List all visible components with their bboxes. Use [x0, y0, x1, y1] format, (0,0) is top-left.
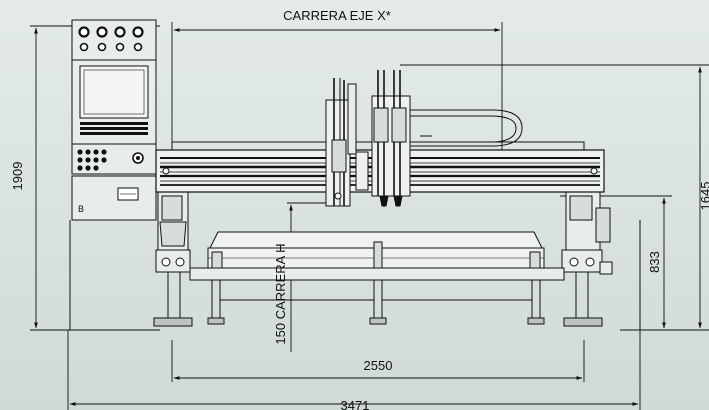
control-cabinet: B [71, 19, 157, 221]
keypad-icon [77, 149, 107, 171]
svg-text:B: B [78, 204, 84, 214]
keyboard-icon [80, 122, 148, 135]
x-stroke-label: CARRERA EJE X* [283, 8, 391, 23]
torch-carriage-left [325, 78, 357, 207]
cable-chain [402, 109, 523, 147]
rail-supports [69, 220, 641, 330]
gantry-left-column [153, 189, 193, 327]
screen-icon [79, 65, 149, 119]
gantry-right-column [561, 189, 613, 327]
width-rails-label: 2550 [364, 358, 393, 373]
torch-carriage-right [355, 70, 411, 207]
height-total-label: 1909 [10, 162, 25, 191]
h-stroke-label: 150 CARRERA H [273, 243, 288, 344]
cutting-table [189, 231, 565, 325]
height-table-label: 833 [647, 251, 662, 273]
width-total-label: 3471 [341, 398, 370, 410]
height-right-label: 1645 [698, 182, 709, 211]
